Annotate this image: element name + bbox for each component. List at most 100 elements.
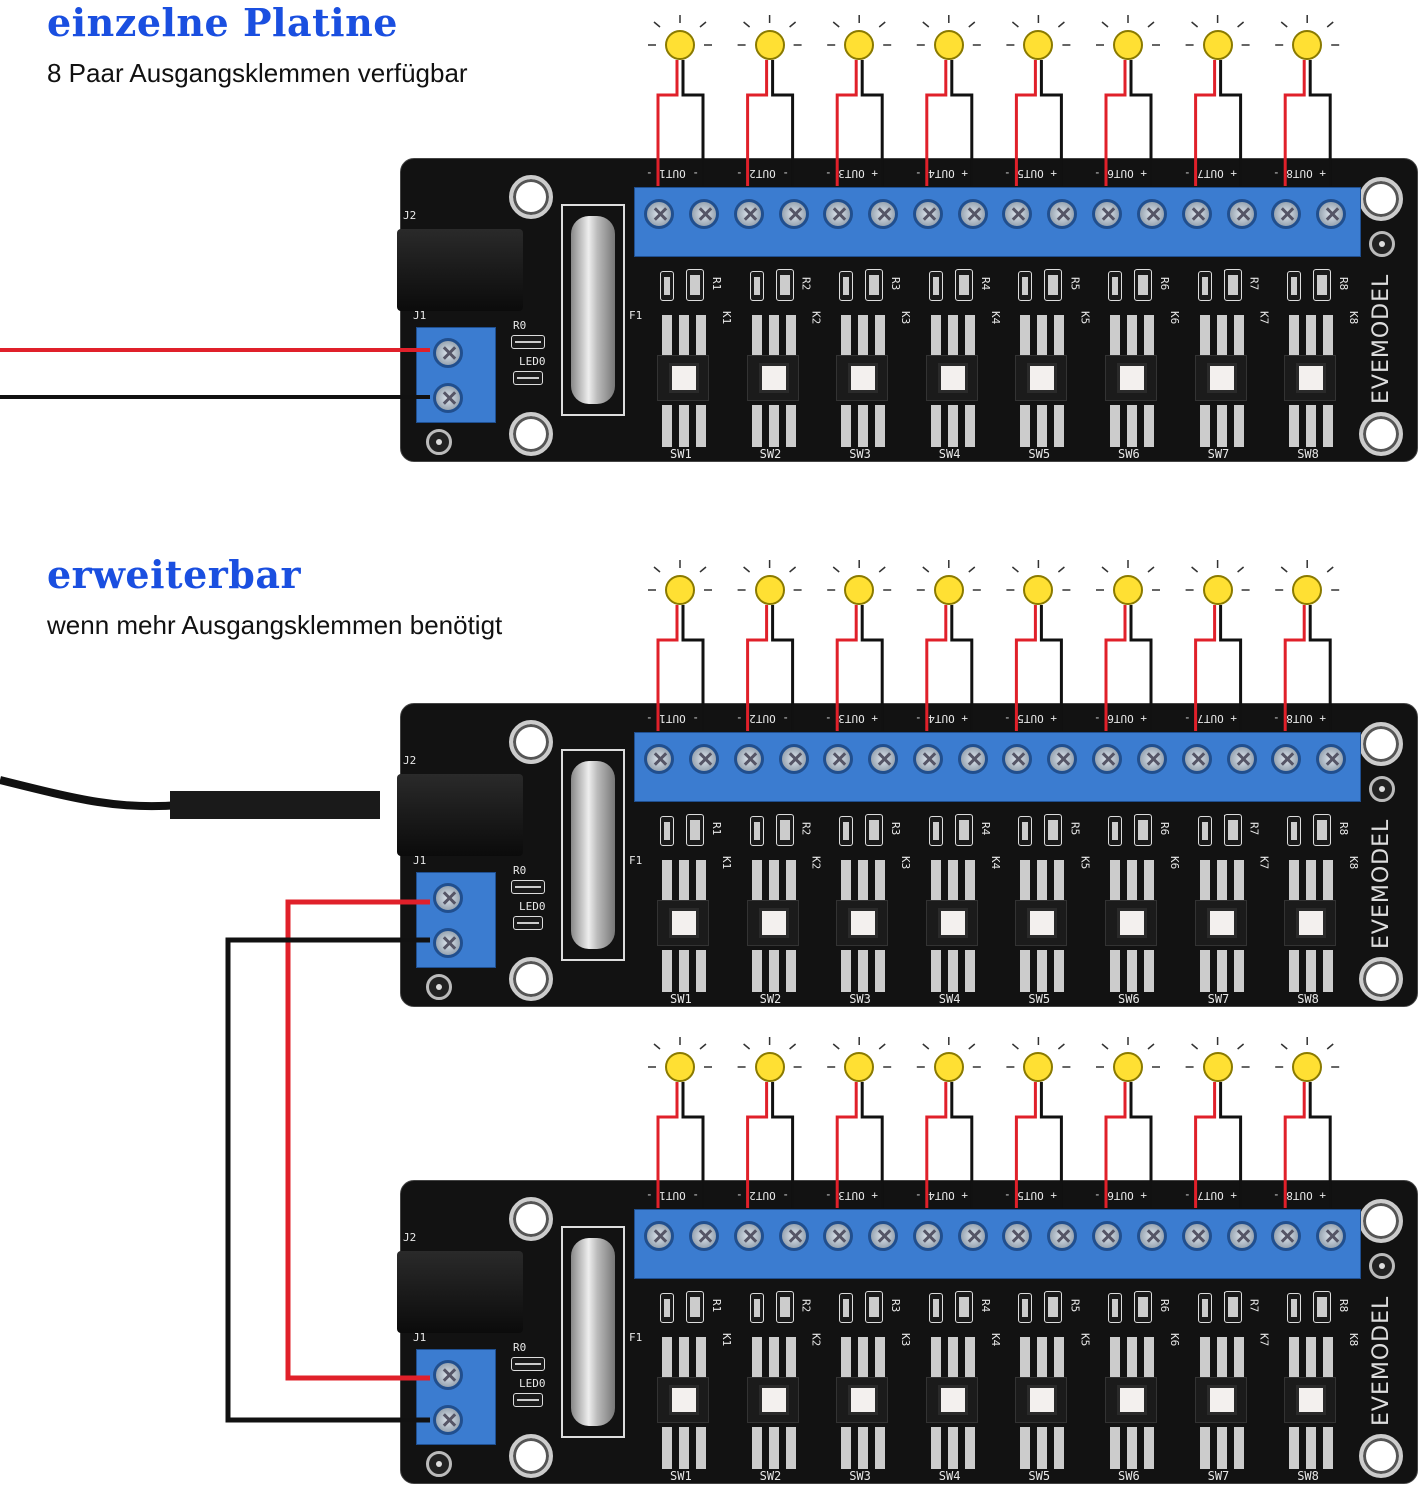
label-k: K6 (1168, 1333, 1181, 1347)
label-k: K5 (1078, 1333, 1092, 1347)
label-led0: LED0 (519, 900, 546, 913)
switch-button (1206, 1385, 1237, 1415)
switch-pin (1037, 1337, 1048, 1379)
screw (1092, 744, 1122, 774)
wire-negative (771, 60, 795, 186)
wire-positive (1014, 60, 1037, 186)
switch-pin (662, 950, 672, 992)
switch-button (669, 363, 699, 393)
light-rays-icon (1185, 560, 1250, 591)
switch-button (848, 363, 879, 393)
switch-pin (751, 1337, 762, 1379)
switch-pin (1289, 315, 1300, 357)
switch-pin (930, 1337, 941, 1379)
switch-pin (1037, 315, 1048, 357)
light-bulb-icon (1202, 575, 1233, 605)
switch-pin (1110, 315, 1120, 357)
wire-negative (1039, 605, 1063, 731)
label-r: R3 (889, 1299, 903, 1313)
switch-pin (1127, 315, 1137, 357)
switch-pin (662, 1427, 672, 1469)
switch-pin (696, 860, 706, 902)
label-led0: LED0 (519, 355, 546, 368)
switch-pin (662, 860, 672, 902)
label-k: K2 (809, 856, 823, 870)
switch-pin (662, 405, 672, 447)
screw (1002, 744, 1033, 774)
wire-positive (746, 60, 769, 186)
switch-button (1296, 908, 1327, 938)
switch-pin (1306, 950, 1317, 992)
switch-pin (1144, 405, 1154, 447)
fuse-holder (561, 749, 625, 961)
fuse (571, 216, 615, 404)
switch-pin (1037, 950, 1048, 992)
light-bulb-icon (1202, 1052, 1233, 1082)
screw (778, 199, 809, 229)
wire-positive (925, 1082, 948, 1208)
label-k: K4 (988, 1333, 1002, 1347)
label-k: K1 (720, 311, 733, 325)
mounting-hole (1359, 1434, 1403, 1478)
switch-pin (1199, 315, 1210, 357)
wire-positive (1104, 605, 1127, 731)
switch-pin (1110, 1427, 1120, 1469)
light-rays-icon (916, 15, 981, 46)
screw (733, 1221, 764, 1251)
screw (1137, 199, 1167, 229)
switch-button (1117, 1385, 1147, 1415)
switch-pin (875, 315, 886, 357)
led-indicator (1018, 271, 1033, 301)
led-indicator (1108, 1293, 1122, 1323)
light-rays-icon (648, 15, 712, 46)
led-indicator (1197, 1293, 1212, 1323)
light-bulb-icon (754, 1052, 785, 1082)
switch-button (1206, 363, 1237, 393)
switch-pin (1216, 860, 1227, 902)
label-sw: SW2 (759, 992, 782, 1006)
switch-pin (841, 1337, 852, 1379)
led-indicator (749, 816, 764, 846)
switch-pin (1110, 950, 1120, 992)
fuse (571, 761, 615, 949)
label-r0: R0 (513, 864, 527, 877)
label-k: K7 (1257, 1333, 1271, 1347)
wire-negative (1308, 60, 1332, 186)
switch-pin (696, 950, 706, 992)
wire-positive (1014, 605, 1037, 731)
light-bulb-icon (933, 30, 964, 60)
switch-pin (964, 860, 975, 902)
screw (957, 744, 988, 774)
resistor (775, 269, 794, 301)
label-r: R7 (1247, 1299, 1261, 1313)
label-k: K4 (988, 311, 1002, 325)
label-r: R6 (1158, 277, 1171, 291)
resistor (1134, 1291, 1152, 1323)
label-r: R3 (889, 277, 903, 291)
switch-pin (841, 950, 852, 992)
label-r: R4 (978, 1299, 992, 1313)
light-rays-icon (1185, 15, 1250, 46)
light-bulb-icon (1113, 1052, 1143, 1082)
label-k: K8 (1347, 311, 1361, 325)
led-indicator (1197, 271, 1212, 301)
label-k: K8 (1347, 1333, 1361, 1347)
switch-pin (1037, 1427, 1048, 1469)
wire-negative (1219, 1082, 1243, 1208)
wire-negative (681, 1082, 705, 1208)
led-indicator (1018, 1293, 1033, 1323)
switch-pin (1306, 315, 1317, 357)
light-rays-icon (1096, 1037, 1160, 1068)
switch-button (669, 1385, 699, 1415)
screw (912, 744, 943, 774)
switch-pin (947, 860, 958, 902)
resistor (1044, 269, 1063, 301)
switch-pin (1306, 860, 1317, 902)
label-r: R6 (1158, 1299, 1171, 1313)
screw (689, 1221, 719, 1251)
label-sw: SW6 (1118, 1469, 1140, 1483)
switch-pin (858, 315, 869, 357)
switch-button (1027, 363, 1058, 393)
wire-positive (925, 60, 948, 186)
